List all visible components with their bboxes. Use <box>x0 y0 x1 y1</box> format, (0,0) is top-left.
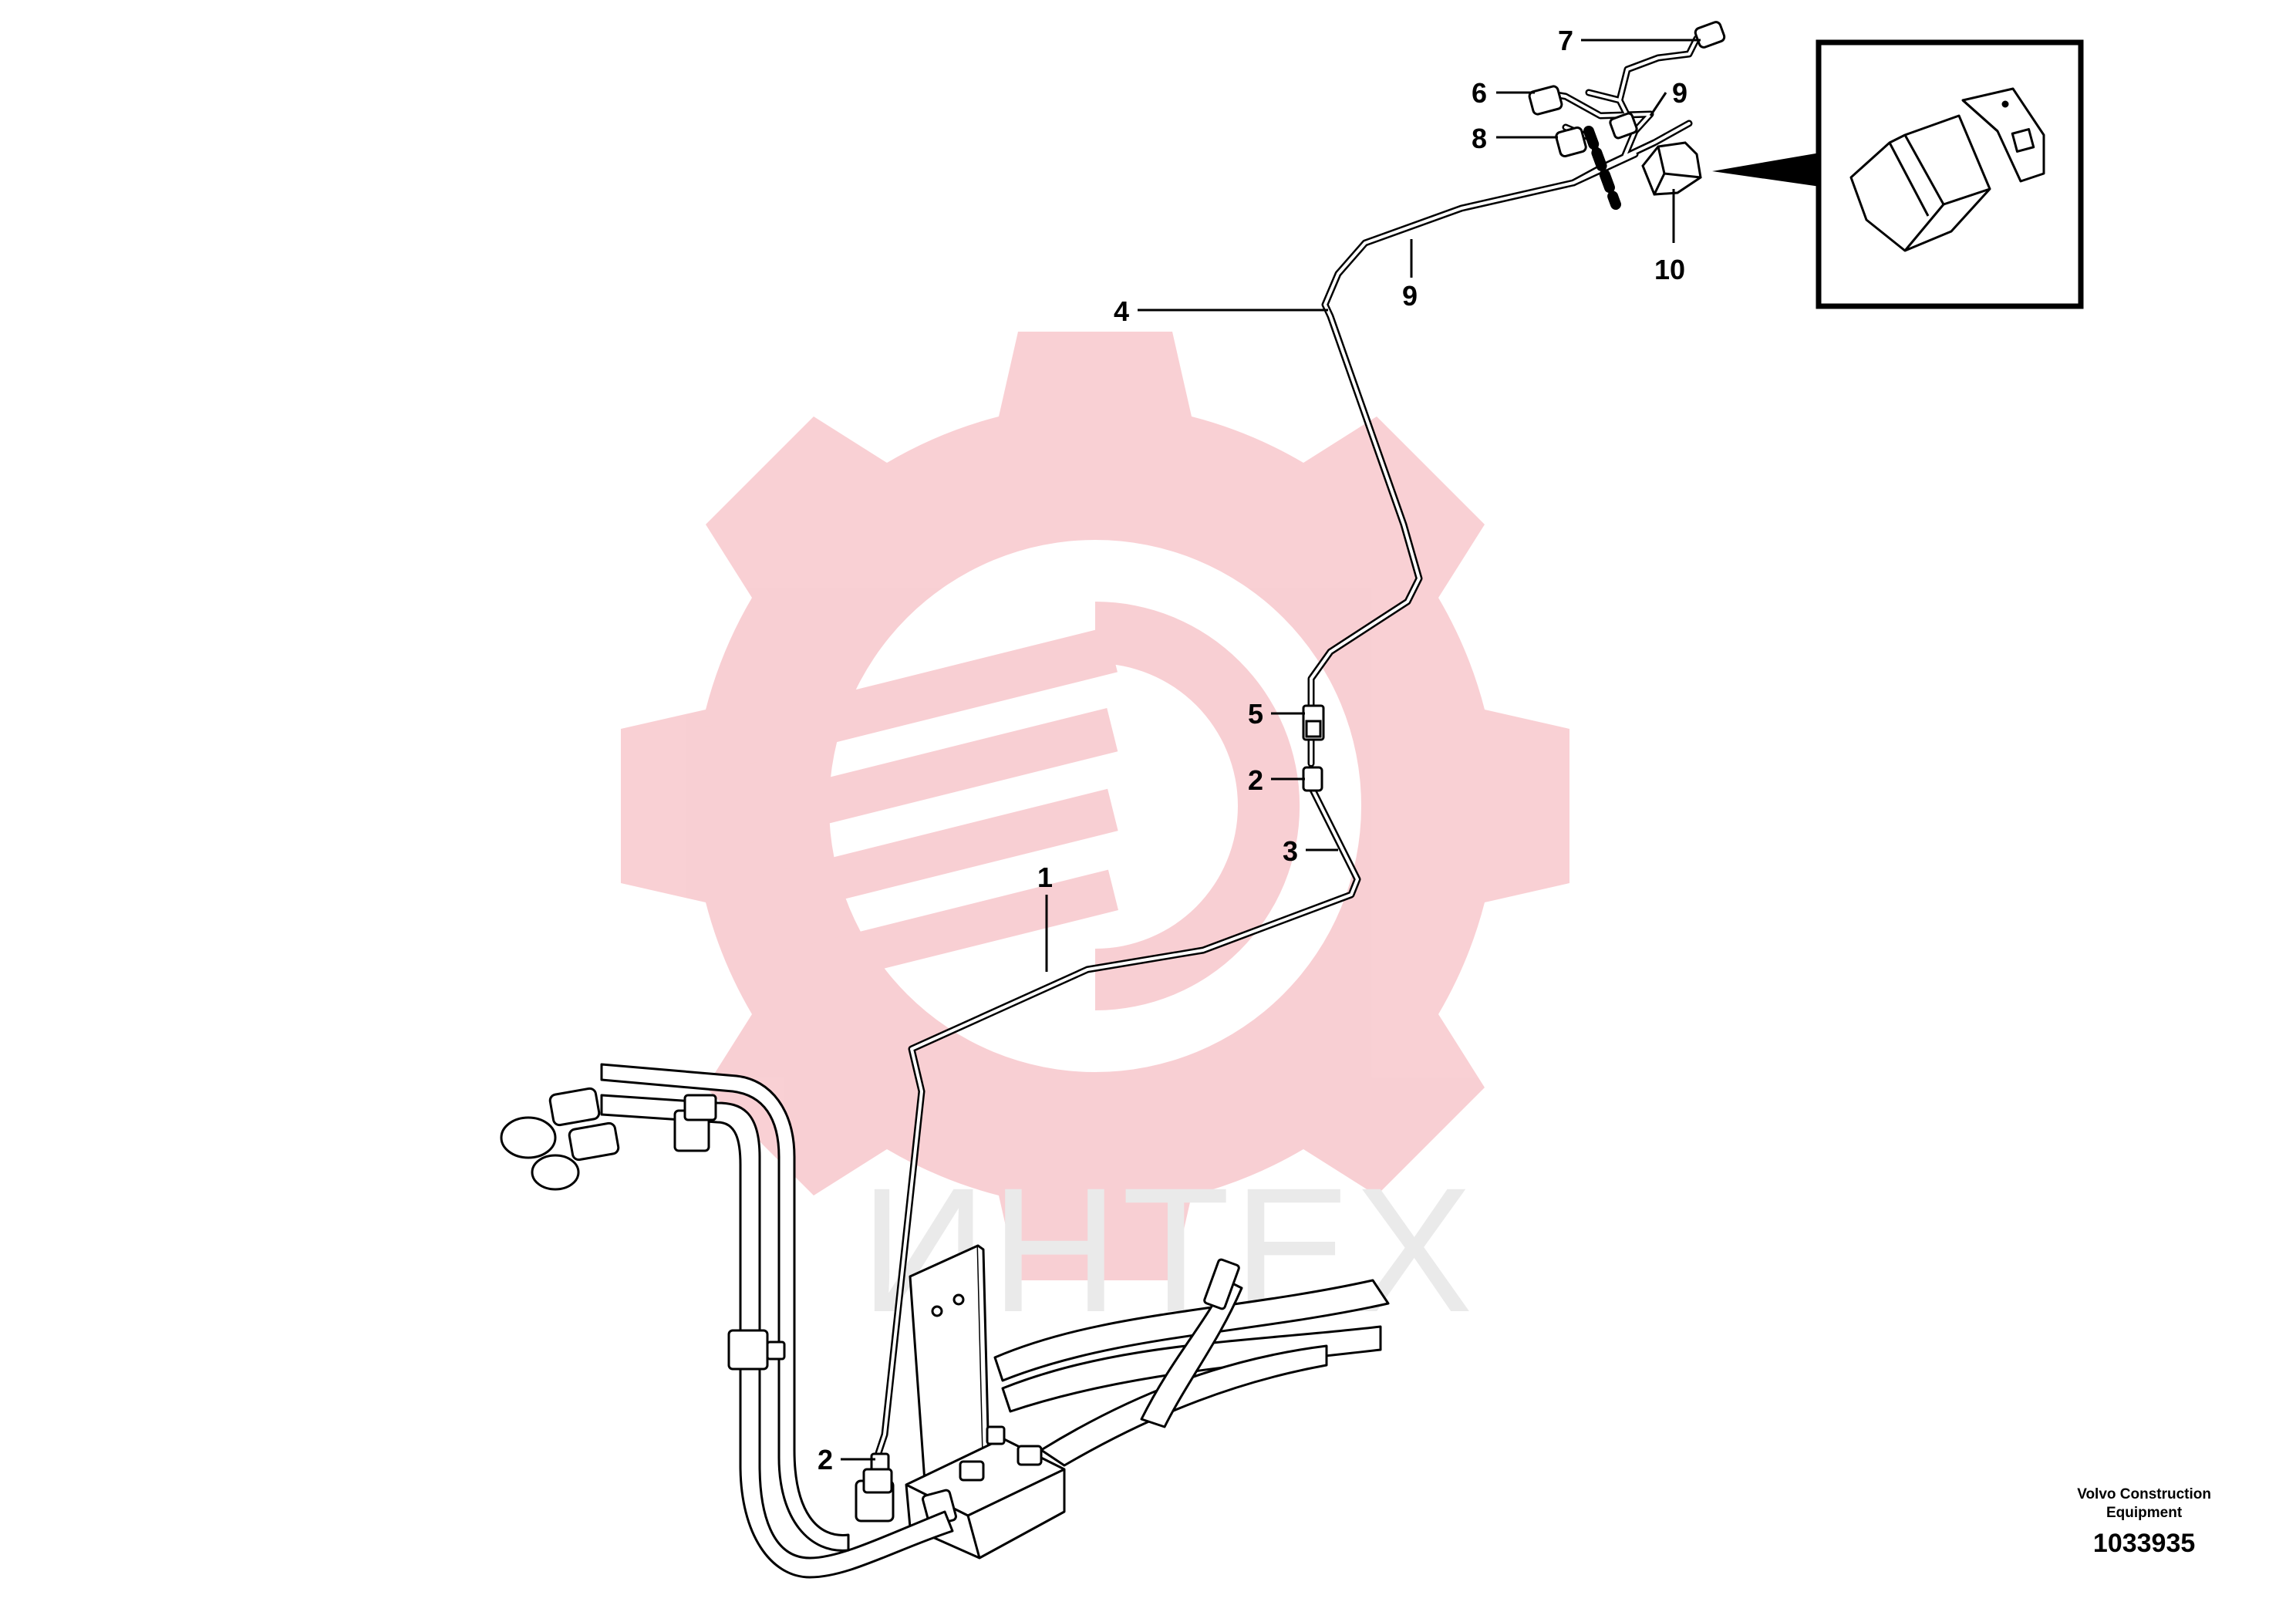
rocker-switch-10 <box>1641 141 1702 196</box>
connector-8 <box>1555 126 1587 158</box>
footer-company-line2: Equipment <box>2106 1505 2183 1521</box>
callout-4: 4 <box>1114 295 1129 327</box>
callout-9-lower: 9 <box>1402 280 1418 312</box>
connector-9 <box>1609 112 1638 140</box>
callout-9-upper: 9 <box>1672 77 1687 109</box>
watermark-gear-logo: ИНТЕХ <box>621 332 1569 1349</box>
callout-2-upper: 2 <box>1248 764 1263 796</box>
drawing-footer: Volvo Construction Equipment 1033935 <box>2077 1485 2211 1559</box>
connector-7 <box>1694 21 1726 49</box>
connector-6 <box>1528 85 1563 116</box>
footer-company-line1: Volvo Construction <box>2077 1486 2211 1502</box>
lower-hydraulic-assembly <box>500 1063 1390 1579</box>
connector-5 <box>1302 704 1325 741</box>
callout-5: 5 <box>1248 698 1263 730</box>
detail-inset <box>1712 39 2084 309</box>
callout-7: 7 <box>1558 25 1573 56</box>
callout-2-lower: 2 <box>818 1444 833 1475</box>
callout-3: 3 <box>1283 835 1298 867</box>
leader-lines <box>841 39 1701 1461</box>
callout-6: 6 <box>1472 77 1487 109</box>
callout-1: 1 <box>1037 862 1053 893</box>
callout-numbers: 1 2 2 3 4 5 6 7 8 9 9 10 <box>818 25 1687 1475</box>
drawing-number: 1033935 <box>2092 1529 2196 1558</box>
connector-2-upper <box>1302 766 1323 792</box>
callout-10: 10 <box>1654 254 1685 285</box>
callout-8: 8 <box>1472 123 1487 154</box>
